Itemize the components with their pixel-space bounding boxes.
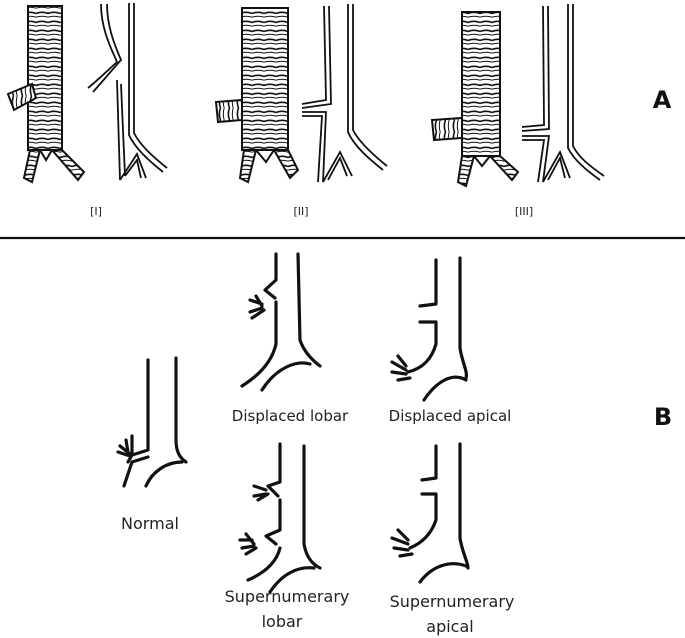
variant-3-ringed-trachea — [430, 11, 520, 188]
variant-1: [I] — [6, 3, 168, 218]
normal-label: Normal — [121, 514, 179, 533]
supernumerary-lobar-label-line2: lobar — [262, 612, 303, 631]
supernumerary-apical-label-line1: Supernumerary — [390, 592, 515, 611]
normal-diagram — [116, 356, 188, 488]
variant-3-label: [III] — [515, 205, 533, 218]
displaced-apical-diagram — [390, 256, 468, 402]
variant-2-label: [II] — [293, 205, 308, 218]
variant-2: [II] — [214, 4, 388, 218]
supernumerary-lobar-label-line1: Supernumerary — [225, 587, 350, 606]
variant-1-outline-trachea — [87, 3, 168, 181]
variant-3: [III] — [430, 4, 605, 218]
variant-3-outline-trachea — [521, 4, 605, 183]
supernumerary-lobar-diagram — [238, 442, 322, 594]
variant-1-ringed-trachea — [6, 5, 86, 184]
panel-b-letter: B — [654, 403, 672, 431]
displaced-lobar-diagram — [240, 252, 322, 392]
supernumerary-apical-label-line2: apical — [426, 617, 473, 636]
displaced-apical-label: Displaced apical — [389, 407, 512, 425]
variant-2-ringed-trachea — [214, 7, 300, 184]
panel-b: Normal Displaced lobar Displaced apical — [116, 252, 672, 636]
displaced-lobar-label: Displaced lobar — [232, 407, 349, 425]
variant-1-label: [I] — [90, 205, 102, 218]
panel-a: [I] [II] — [6, 3, 672, 218]
panel-a-letter: A — [653, 86, 672, 114]
supernumerary-apical-diagram — [390, 442, 470, 584]
variant-2-outline-trachea — [301, 4, 388, 183]
